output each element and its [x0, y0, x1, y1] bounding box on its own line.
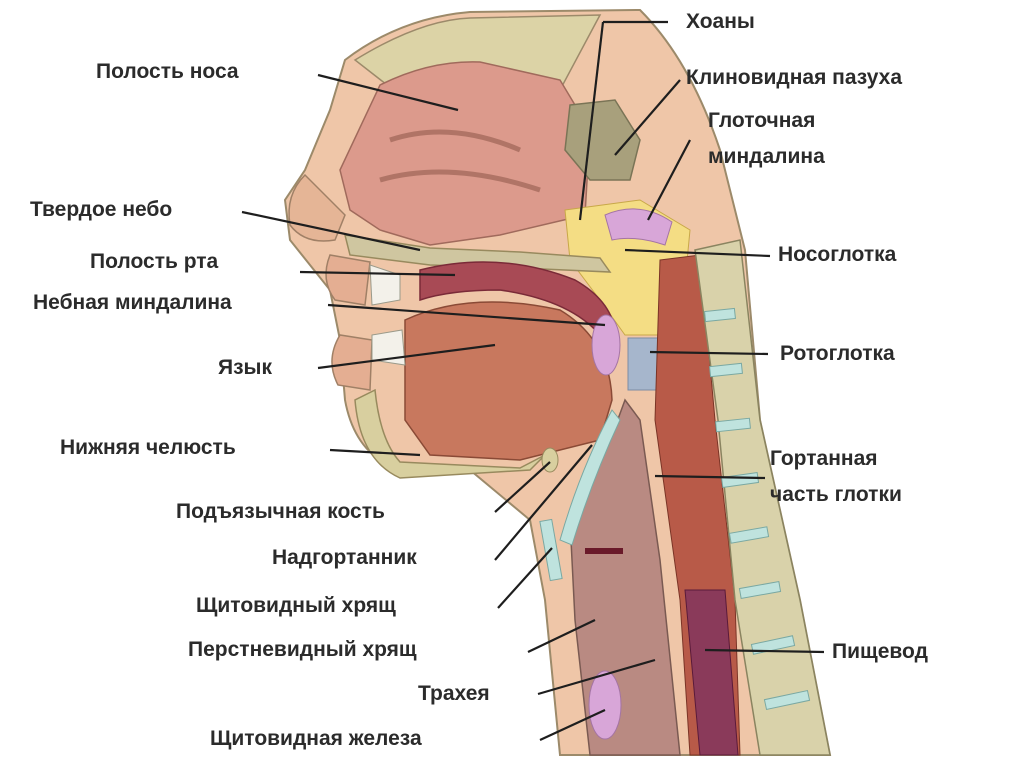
tongue-shape [404, 301, 613, 461]
label-choanae: Хоаны [686, 10, 755, 33]
leader-cricoid [527, 619, 596, 653]
leader-lines [241, 20, 825, 741]
leader-palatine-tonsil [327, 303, 606, 327]
label-hard-palate: Твердое небо [30, 198, 173, 221]
esophagus-shape [684, 589, 739, 756]
leader-choanae [578, 21, 605, 221]
vocal-fold [585, 548, 623, 554]
leader-sphenoid [614, 79, 681, 156]
vertebral-discs [704, 307, 811, 711]
label-laryngopharynx-line1: Гортанная [770, 447, 878, 470]
label-oropharynx: Ротоглотка [780, 342, 895, 365]
label-tongue: Язык [218, 356, 272, 379]
label-epiglottis: Надгортанник [272, 546, 417, 569]
nasal-turbinate-2 [379, 169, 541, 193]
nasal-cavity-shape [339, 61, 591, 246]
leader-thyroid-cartilage [497, 547, 553, 609]
leader-esophagus [704, 648, 825, 654]
label-esophagus: Пищевод [832, 640, 928, 663]
leader-nasal-cavity [317, 73, 459, 112]
label-laryngopharynx-line2: часть глотки [770, 483, 902, 506]
label-oral-cavity: Полость рта [90, 250, 219, 273]
leader-hard-palate [241, 210, 421, 252]
leader-laryngopharynx [654, 474, 766, 480]
leader-oral-cavity [299, 270, 456, 277]
leader-thyroid-gland [539, 709, 606, 741]
label-palatine-tonsil: Небная миндалина [33, 291, 232, 314]
leader-tongue [317, 343, 496, 370]
label-mandible: Нижняя челюсть [60, 436, 236, 459]
palatine-tonsil-shape [591, 314, 621, 376]
label-pharyngeal-tonsil-line2: миндалина [708, 145, 825, 168]
leader-nasopharynx [624, 248, 771, 258]
label-cricoid-cartilage: Перстневидный хрящ [188, 638, 417, 661]
teeth [369, 264, 406, 366]
pharyngeal-tonsil-shape [604, 208, 673, 246]
label-nasal-cavity: Полость носа [96, 60, 239, 83]
leader-pharyngeal-tonsil [647, 139, 691, 221]
leader-trachea [537, 658, 656, 696]
label-thyroid-gland: Щитовидная железа [210, 727, 422, 750]
epiglottis-shape [559, 409, 621, 546]
label-trachea: Трахея [418, 682, 490, 705]
label-thyroid-cartilage: Щитовидный хрящ [196, 594, 396, 617]
label-pharyngeal-tonsil-line1: Глоточная [708, 109, 816, 132]
mandible-shape [354, 388, 546, 479]
hard-palate-shape [343, 234, 612, 273]
leader-oropharynx [649, 350, 769, 356]
nasal-turbinate-1 [389, 129, 521, 153]
leader-mandible [329, 448, 421, 457]
label-hyoid-bone: Подъязычная кость [176, 500, 385, 523]
upper-lip [325, 254, 371, 306]
leader-hyoid [494, 461, 551, 513]
leader-epiglottis [494, 444, 593, 561]
sphenoid-sinus-shape [564, 99, 641, 181]
label-sphenoid-sinus: Клиновидная пазуха [686, 66, 903, 89]
label-nasopharynx: Носоглотка [778, 243, 897, 266]
thyroid-gland-shape [588, 670, 622, 740]
